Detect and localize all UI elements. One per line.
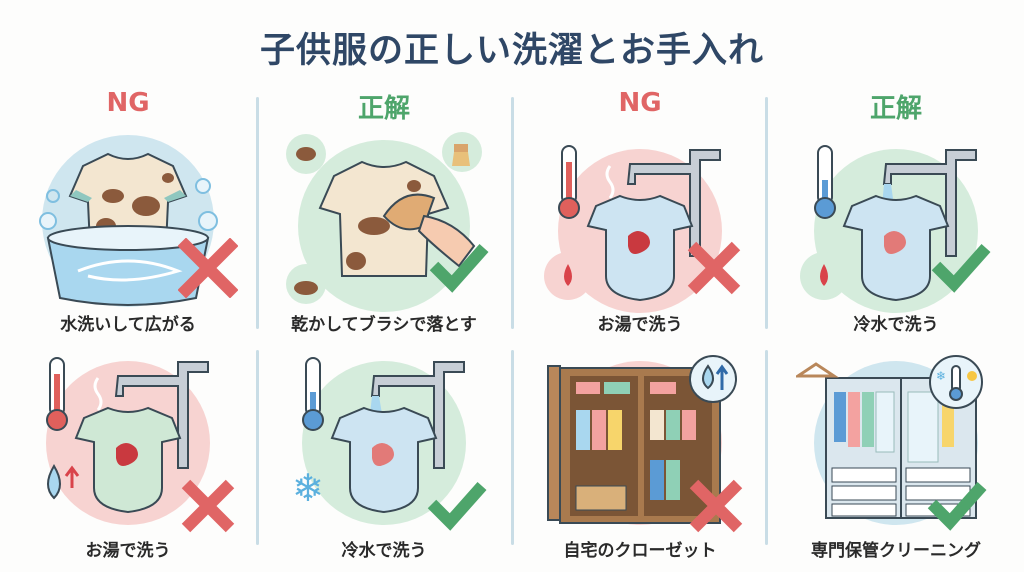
divider (511, 350, 514, 545)
panel-home-closet-ng: 自宅のクローゼット (512, 348, 768, 568)
professional-storage-icon (796, 348, 996, 538)
caption: 冷水で洗う (341, 541, 427, 561)
check-icon (426, 238, 492, 294)
page-title: 子供服の正しい洗濯とお手入れ (259, 31, 764, 71)
tshirt-in-basin-icon (28, 126, 228, 316)
check-icon (424, 476, 490, 532)
panel-hot-water-ng: NG お湯で洗う (512, 88, 768, 338)
check-icon (928, 238, 994, 294)
panel-cold-water-ok: 正解 冷水で洗う (768, 88, 1024, 338)
cross-icon (684, 238, 744, 298)
divider (256, 350, 259, 545)
caption: 水洗いして広がる (60, 315, 196, 335)
cold-water-faucet-onesie-icon (284, 348, 484, 538)
hot-water-faucet-onesie-icon (28, 348, 228, 538)
verdict-label-ok: 正解 (357, 94, 410, 124)
snowflake-icon: ❄ (292, 466, 324, 510)
cross-icon (178, 476, 238, 536)
caption: お湯で洗う (85, 541, 171, 561)
caption: 自宅のクローゼット (563, 541, 717, 561)
panel-professional-storage-ok: ❄ 専門保管クリーニング (768, 348, 1024, 568)
caption: 冷水で洗う (853, 315, 939, 335)
hot-water-faucet-onesie-icon (540, 126, 740, 316)
panel-water-wash-ng: NG 水洗いして広がる (0, 88, 256, 338)
caption: 専門保管クリーニング (811, 541, 981, 561)
divider (256, 97, 259, 329)
cold-water-faucet-onesie-icon (796, 126, 996, 316)
svg-text:❄: ❄ (936, 369, 946, 383)
brushing-tshirt-icon (284, 126, 484, 316)
verdict-label-ng: NG (618, 88, 662, 118)
panel-cold-water-ok-2: ❄ 冷水で洗う (256, 348, 512, 568)
caption: お湯で洗う (597, 315, 683, 335)
cross-icon (178, 238, 238, 298)
cross-icon (686, 476, 746, 536)
verdict-label-ok: 正解 (869, 94, 922, 124)
verdict-label-ng: NG (106, 88, 150, 118)
climate-control-badge-icon: ❄ (928, 354, 984, 410)
humidity-badge-icon (688, 354, 738, 404)
divider (511, 97, 514, 329)
caption: 乾かしてブラシで落とす (291, 315, 477, 335)
divider (765, 97, 768, 329)
divider (765, 350, 768, 545)
panel-hot-water-ng-2: お湯で洗う (0, 348, 256, 568)
panel-dry-brush-ok: 正解 乾かしてブラシで落とす (256, 88, 512, 338)
check-icon (924, 476, 990, 532)
